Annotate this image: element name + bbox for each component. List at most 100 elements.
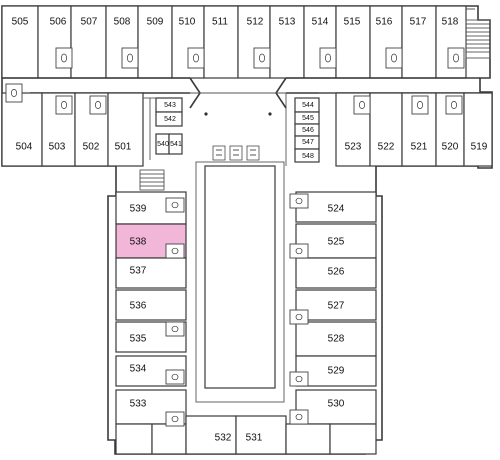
label-547: 547 (302, 139, 314, 146)
toilet-icon (452, 53, 460, 63)
label-515: 515 (344, 17, 361, 28)
label-501: 501 (115, 142, 132, 153)
label-513: 513 (279, 17, 296, 28)
label-528: 528 (328, 334, 345, 345)
label-544: 544 (302, 102, 314, 109)
stairs-north-east (465, 19, 491, 59)
label-520: 520 (442, 142, 459, 153)
west-wing-rooms (115, 191, 187, 425)
toilet-icon (60, 101, 68, 109)
courtyard-outer (195, 161, 285, 403)
label-538: 538 (130, 237, 147, 248)
room-west-end-2 (151, 423, 187, 455)
label-543: 543 (164, 102, 176, 109)
room-515[interactable] (335, 5, 371, 79)
toilet-icon (390, 53, 398, 63)
room-511[interactable] (203, 5, 239, 79)
label-525: 525 (328, 237, 345, 248)
room-529[interactable] (295, 355, 377, 387)
elevator-2 (229, 145, 243, 161)
toilet-icon (295, 313, 303, 321)
label-502: 502 (83, 142, 100, 153)
label-540: 540 (157, 141, 169, 148)
room-525[interactable] (295, 223, 377, 259)
label-514: 514 (312, 17, 329, 28)
toilet-icon (192, 53, 200, 63)
toilet-icon (171, 247, 179, 255)
label-511: 511 (212, 17, 228, 28)
label-537: 537 (130, 266, 147, 277)
room-526[interactable] (295, 257, 377, 289)
label-545: 545 (302, 115, 314, 122)
label-523: 523 (345, 142, 362, 153)
label-535: 535 (130, 334, 147, 345)
service-rooms-west (143, 97, 183, 160)
toilet-icon (94, 101, 102, 109)
elevator-1 (212, 145, 226, 161)
room-532[interactable] (185, 415, 237, 455)
label-522: 522 (378, 142, 395, 153)
toilet-icon (358, 101, 366, 109)
bottom-rooms (115, 415, 377, 455)
room-507[interactable] (70, 5, 107, 79)
toilet-icon (171, 415, 179, 423)
label-531: 531 (246, 433, 263, 444)
toilet-icon (416, 101, 424, 109)
toilet-icon (295, 413, 303, 421)
label-542: 542 (164, 116, 176, 123)
toilet-icon (171, 201, 179, 209)
label-539: 539 (130, 204, 147, 215)
label-530: 530 (328, 399, 345, 410)
room-labels: 505 506 507 508 509 510 511 512 513 514 … (12, 17, 488, 444)
room-528[interactable] (295, 321, 377, 357)
label-510: 510 (179, 17, 196, 28)
room-541[interactable] (168, 133, 183, 155)
toilet-icon (450, 101, 458, 109)
label-541: 541 (170, 141, 182, 148)
label-521: 521 (411, 142, 428, 153)
label-503: 503 (49, 142, 66, 153)
room-west-end (115, 423, 153, 455)
toilet-icon (295, 375, 303, 383)
east-wing-rooms (295, 191, 377, 425)
label-548: 548 (302, 153, 314, 160)
lower-room-row-east (335, 92, 493, 167)
label-506: 506 (50, 17, 67, 28)
label-529: 529 (328, 366, 345, 377)
room-522[interactable] (369, 92, 403, 167)
label-519: 519 (471, 142, 488, 153)
room-536[interactable] (115, 289, 187, 321)
label-532: 532 (215, 433, 232, 444)
room-527[interactable] (295, 289, 377, 321)
label-517: 517 (410, 17, 427, 28)
label-508: 508 (114, 17, 131, 28)
toilet-icon (258, 53, 266, 63)
room-504[interactable] (1, 92, 43, 167)
label-509: 509 (147, 17, 164, 28)
label-512: 512 (247, 17, 264, 28)
label-518: 518 (442, 17, 459, 28)
lower-room-row-west (1, 92, 144, 167)
label-524: 524 (328, 204, 345, 215)
toilet-icon (10, 89, 18, 97)
label-507: 507 (81, 17, 98, 28)
room-501[interactable] (107, 92, 144, 167)
room-542[interactable] (155, 111, 183, 127)
room-548[interactable] (294, 148, 320, 163)
room-519[interactable] (463, 92, 493, 167)
toilet-icon (126, 53, 134, 63)
label-505: 505 (12, 17, 29, 28)
room-537[interactable] (115, 257, 187, 289)
label-546: 546 (302, 127, 314, 134)
toilet-icon (171, 373, 179, 381)
label-527: 527 (328, 301, 345, 312)
label-504: 504 (16, 142, 33, 153)
elevator-3 (246, 145, 260, 161)
toilet-icon (295, 197, 303, 205)
toilet-icon (324, 53, 332, 63)
bathroom-fixtures (5, 47, 465, 427)
room-east-end (285, 423, 331, 455)
toilet-icon (171, 325, 179, 333)
label-526: 526 (328, 267, 345, 278)
